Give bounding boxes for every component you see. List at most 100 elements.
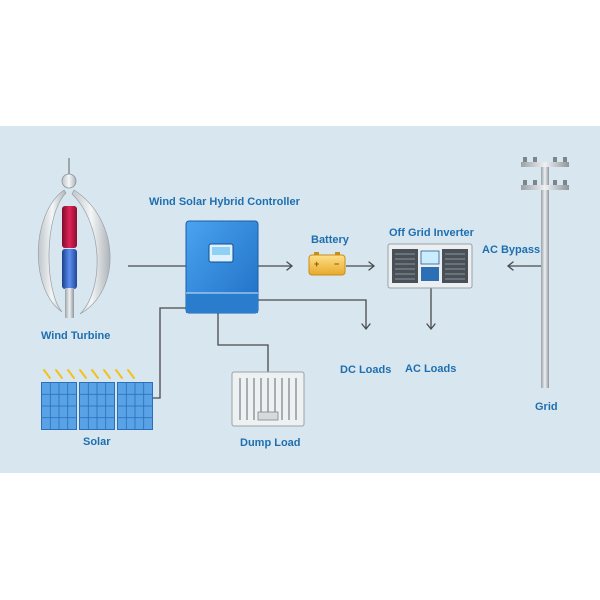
solar-cell (42, 383, 50, 394)
solar-cell (144, 406, 152, 418)
wind-turbine (37, 158, 111, 318)
solar-cell (42, 394, 50, 406)
solar-cell (68, 406, 76, 418)
sun-rays (43, 369, 135, 379)
solar-cell (135, 394, 144, 406)
arrow-from-grid (506, 261, 514, 271)
solar-cell (126, 418, 135, 429)
arrowheads (286, 261, 514, 331)
solar-cell (88, 418, 97, 429)
solar-cell (50, 394, 59, 406)
battery-plus-sign: + (314, 259, 320, 269)
solar-cell (126, 394, 135, 406)
solar-array (41, 369, 153, 430)
label-solar: Solar (83, 436, 111, 448)
turbine-blade-right (71, 189, 111, 315)
dump-load (231, 371, 305, 427)
inverter-vent-lines (395, 253, 465, 280)
pole-crossarm-top (521, 162, 569, 167)
label-inverter: Off Grid Inverter (389, 227, 474, 239)
controller-bottom-band (186, 293, 258, 313)
solar-cell (144, 418, 152, 429)
solar-cell (68, 418, 76, 429)
solar-cell (97, 406, 106, 418)
pole-insulators (523, 157, 567, 185)
solar-cell (144, 394, 152, 406)
solar-cell (80, 406, 88, 418)
hybrid-controller (185, 220, 259, 314)
solar-cell (68, 383, 76, 394)
label-wind-turbine: Wind Turbine (41, 330, 111, 342)
wire-controller-dumpload (217, 314, 269, 372)
solar-cell (106, 383, 114, 394)
inverter-panel-left (392, 249, 418, 283)
solar-cell (88, 394, 97, 406)
solar-cell (135, 383, 144, 394)
off-grid-inverter (387, 243, 473, 289)
arrow-into-dcloads (361, 323, 371, 331)
solar-cell (97, 418, 106, 429)
inverter-keypad (421, 267, 439, 281)
grid-pole (521, 157, 569, 388)
solar-cell (80, 418, 88, 429)
turbine-blade-left (37, 189, 67, 313)
solar-cell (106, 406, 114, 418)
turbine-generator-blue (62, 249, 77, 289)
solar-cell (59, 406, 68, 418)
arrow-into-battery (286, 261, 294, 271)
solar-cell (106, 418, 114, 429)
solar-cell (50, 406, 59, 418)
solar-cell (50, 418, 59, 429)
solar-cell (135, 418, 144, 429)
solar-cell (118, 383, 126, 394)
solar-cell (97, 383, 106, 394)
solar-cell (59, 418, 68, 429)
arrow-into-inverter (368, 261, 376, 271)
solar-cell (50, 383, 59, 394)
solar-cell (59, 383, 68, 394)
battery-body (308, 254, 346, 276)
solar-cell (80, 394, 88, 406)
solar-cell (42, 406, 50, 418)
battery-terminal-left (314, 252, 319, 255)
inverter-display (420, 250, 440, 265)
solar-cell (135, 406, 144, 418)
solar-cell (126, 406, 135, 418)
solar-cell (118, 394, 126, 406)
turbine-mast (65, 288, 74, 318)
wire-controller-dcloads (258, 299, 367, 329)
battery-terminal-right (335, 252, 340, 255)
turbine-top-cap (61, 173, 77, 189)
battery-minus-sign: − (334, 259, 340, 269)
label-dump-load: Dump Load (240, 437, 301, 449)
solar-cell (88, 406, 97, 418)
label-battery: Battery (311, 234, 349, 246)
wire-solar-controller (152, 307, 219, 399)
solar-cell (118, 418, 126, 429)
solar-cell (126, 383, 135, 394)
solar-cell (59, 394, 68, 406)
label-controller: Wind Solar Hybrid Controller (149, 196, 300, 208)
solar-panels (41, 382, 153, 430)
label-grid: Grid (535, 401, 558, 413)
label-ac-bypass: AC Bypass (482, 244, 541, 256)
solar-cell (88, 383, 97, 394)
solar-cell (97, 394, 106, 406)
solar-cell (106, 394, 114, 406)
turbine-generator-red (62, 206, 77, 248)
pole-shaft (541, 162, 549, 388)
inverter-panel-right (442, 249, 468, 283)
label-dc-loads: DC Loads (340, 364, 392, 376)
arrow-into-acloads (426, 323, 436, 331)
solar-cell (80, 383, 88, 394)
solar-cell (68, 394, 76, 406)
pole-crossarm-bottom (521, 185, 569, 190)
solar-cell (42, 418, 50, 429)
solar-cell (118, 406, 126, 418)
dump-load-terminal-block (257, 411, 279, 421)
controller-display-screen (212, 247, 230, 255)
battery (308, 252, 346, 276)
label-ac-loads: AC Loads (405, 363, 457, 375)
